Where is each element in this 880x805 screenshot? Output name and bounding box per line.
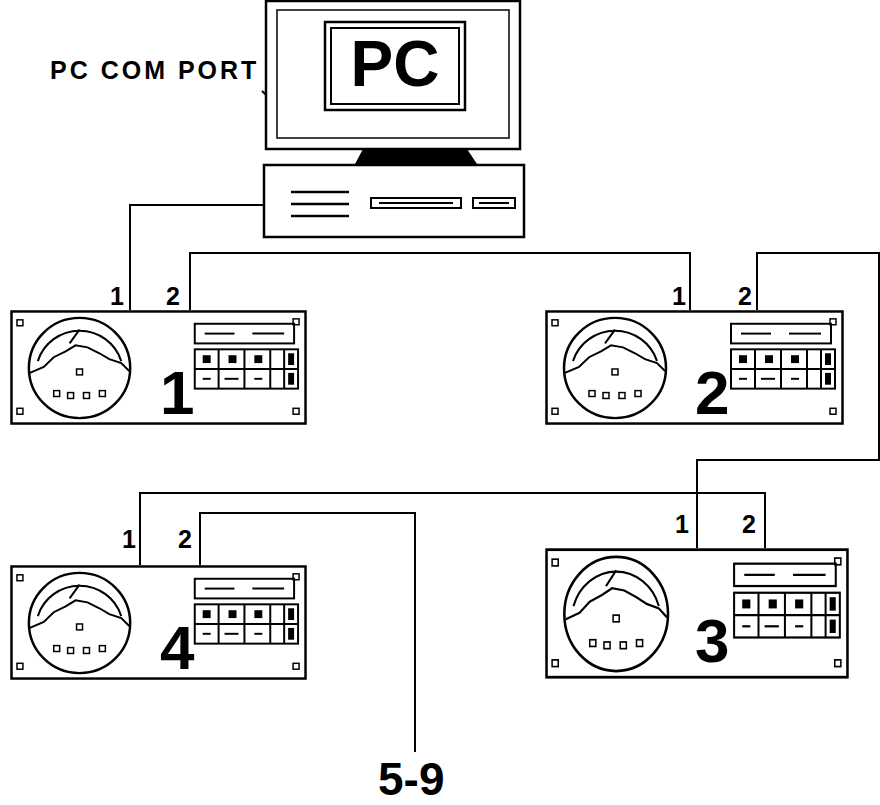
cable-line (190, 253, 690, 310)
serial-cable (190, 253, 690, 310)
unit-range: 5-9 (378, 756, 444, 802)
cable-line (130, 205, 263, 310)
unit-number: 2 (695, 362, 729, 424)
unit-number: 4 (160, 617, 194, 679)
instrument-unit: 1 (10, 310, 308, 426)
port-number: 2 (178, 527, 192, 552)
port-number: 2 (166, 284, 180, 309)
port-number: 1 (110, 284, 124, 309)
port-number: 1 (122, 527, 136, 552)
unit-number: 3 (695, 610, 729, 672)
unit-number: 1 (160, 362, 194, 424)
callout-label: PC COM PORT (50, 58, 259, 83)
instrument-unit: 2 (545, 310, 845, 426)
instrument-unit: 4 (10, 565, 308, 681)
instrument-drawing (10, 565, 308, 681)
serial-cable (130, 205, 263, 310)
port-number: 2 (742, 512, 756, 537)
screen-text: PC (330, 32, 460, 96)
pc-unit: PC (263, 0, 525, 238)
port-number: 2 (738, 284, 752, 309)
instrument-unit: 3 (545, 548, 850, 680)
port-number: 1 (675, 512, 689, 537)
instrument-drawing (10, 310, 308, 426)
port-number: 1 (672, 284, 686, 309)
